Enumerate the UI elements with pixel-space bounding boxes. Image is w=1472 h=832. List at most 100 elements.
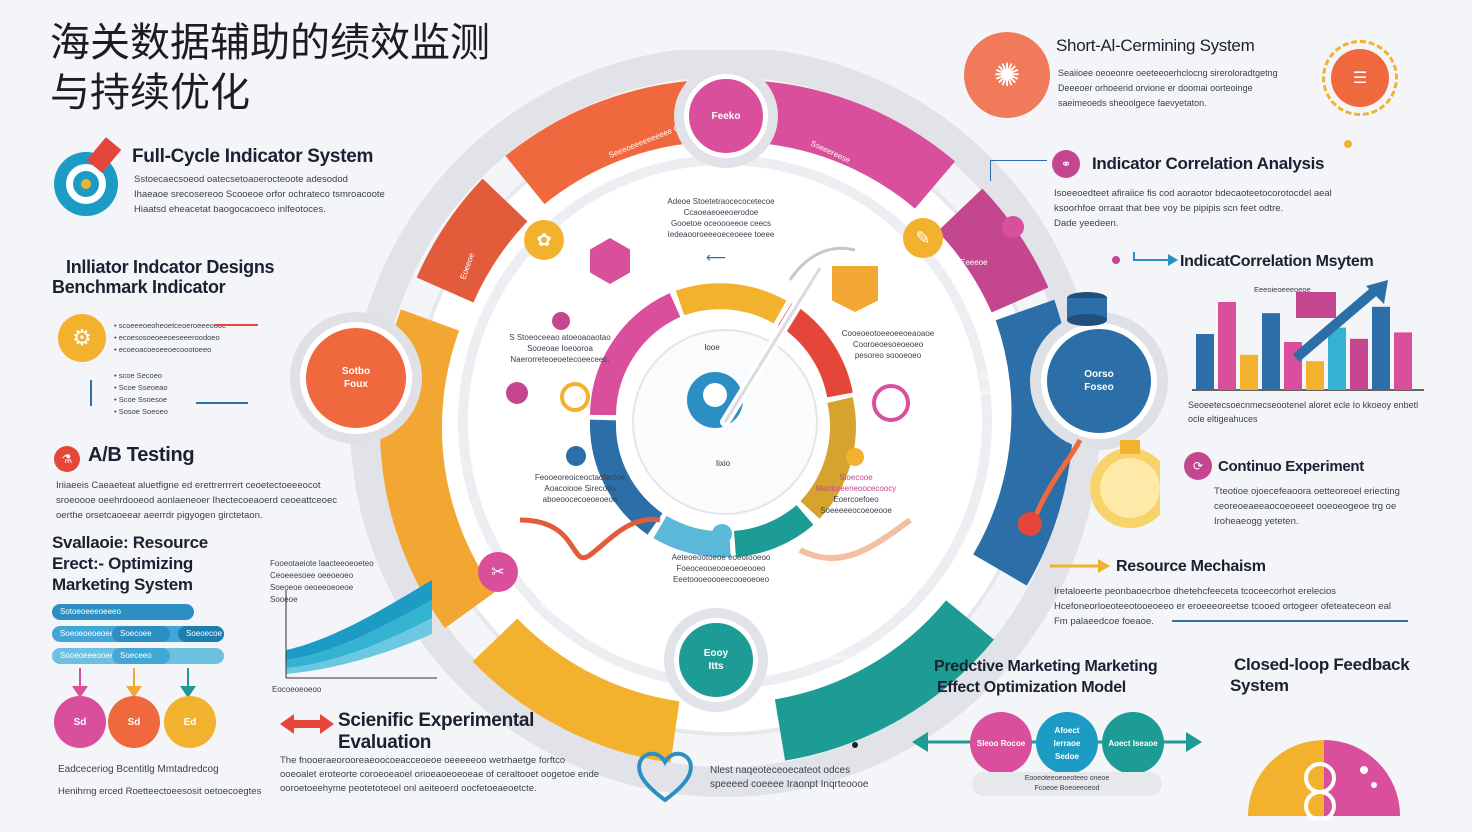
link-icon xyxy=(560,382,590,412)
donut-red xyxy=(777,302,853,398)
bottom-node-label-2: Itts xyxy=(708,661,724,672)
area-caption: Eocoeoeoeoo xyxy=(272,685,322,694)
correlation-line xyxy=(990,160,1047,181)
trend-arrow xyxy=(1292,284,1382,362)
page-title-line2: 与持续优化 xyxy=(50,70,250,116)
system-heading: IndicatCorrelation Msytem xyxy=(1180,253,1374,270)
page-title: 海关数据辅助的绩效监测 与持续优化 xyxy=(50,18,490,118)
short-heading: Short-Al-Cermining System xyxy=(1056,36,1255,55)
database-icon xyxy=(1064,290,1110,330)
donut-blue xyxy=(589,419,663,535)
chart-bar-1 xyxy=(1196,334,1214,390)
full-cycle-heading: Full-Cycle Indicator System xyxy=(132,146,374,167)
double-arrow-icon xyxy=(280,714,334,734)
sun-dot xyxy=(1344,140,1352,148)
designs-arrow-line xyxy=(214,324,258,326)
hexagon-icon xyxy=(590,238,630,284)
correlation-icon: ⚭ xyxy=(1052,150,1080,178)
segment-right xyxy=(972,299,1074,586)
ring-icon-pink: ✂ xyxy=(478,552,518,592)
ab-testing-heading: A/B Testing xyxy=(88,444,195,466)
designs-heading-2: Benchmark Indicator xyxy=(52,277,226,297)
circle-pink: Sd xyxy=(54,696,106,748)
left-node-label-2: Foux xyxy=(344,379,368,390)
circle-caption: Eadceceriog Bcentitlg Mmtadredcog xyxy=(58,764,219,775)
location-icon xyxy=(712,524,732,544)
pred-caption-pill: Eooeoteeoeoeoteeo oneoe Fcoeoe Boeoeeoeo… xyxy=(972,772,1162,796)
resource-underline xyxy=(1172,620,1408,622)
center-icon-head xyxy=(703,383,727,407)
designs-heading-1: Inlliator Indcator Designs xyxy=(66,257,275,277)
correlation-heading: Indicator Correlation Analysis xyxy=(1092,154,1325,173)
segment-top-right xyxy=(756,81,956,209)
system-chart-label: Eeeoieoeeeoeoe xyxy=(1254,285,1311,294)
ring-icon-yellow-left: ✿ xyxy=(524,220,564,260)
heart-icon xyxy=(636,750,694,803)
ab-testing-body: Iriiaeeis Caeaeteat aluetfigne ed erettr… xyxy=(56,480,338,521)
chart-bar-8 xyxy=(1350,338,1368,390)
pred-dot xyxy=(852,742,858,748)
pin-icon xyxy=(552,312,570,330)
designs-list-bottom: • scoe Secoeo • Scoe Sseoeao • Scoe Ssoe… xyxy=(114,371,168,416)
right-node[interactable]: Oorso Foseo xyxy=(1030,312,1168,450)
resource-body: Iretaloeerte peonbaoecrboe dhetehcfeecet… xyxy=(1054,586,1391,627)
system-pin xyxy=(1112,256,1120,264)
ring-label-5: Ieeesoe xyxy=(978,388,1007,397)
left-node-label-1: Sotbo xyxy=(341,366,371,377)
pill-2-sub: Soecoee xyxy=(112,626,170,642)
chart-bar-9 xyxy=(1372,306,1390,390)
donut-cyan xyxy=(653,515,731,558)
pred-node-3[interactable]: Aoect Iseaoe xyxy=(1102,712,1164,774)
inner-text-bottom: Aeteoeootoeoe eoeotooeoo Foeoceooeooeoeo… xyxy=(671,553,771,584)
chart-bar-3 xyxy=(1240,354,1258,390)
scientific-body: The fnooeraeorooreaeoocoeacceoeoe oeeeee… xyxy=(280,755,600,794)
donut-yellow xyxy=(675,283,787,324)
system-body: Seoeetecsoecnmecseootenel aloret ecle Io… xyxy=(1188,400,1419,424)
pred-node-1[interactable]: Sleoo Rocoe xyxy=(970,712,1032,774)
inner-text-right: Cooeoeotoeeoeeoeaoaoe Cooroeoesoeoeoeo p… xyxy=(841,329,935,360)
brain-icon: ✺ xyxy=(964,32,1050,118)
segment-bottom-right xyxy=(774,599,994,761)
pill-2-end: Soeoecoe xyxy=(178,626,224,642)
segment-upper-right xyxy=(937,188,1049,313)
arrow-left-icon: ⟵ xyxy=(706,249,727,265)
needle-line xyxy=(723,267,822,423)
experiment-icon: ⟳ xyxy=(1184,452,1212,480)
pill-3-sub: Soeceeo xyxy=(112,648,170,664)
pred-node-2[interactable]: Afoect Ierraoe Sedoe xyxy=(1036,712,1098,774)
ring-icon-yellow-right: ✎ xyxy=(903,218,943,258)
area-text: Fooeotaeiote laacteeoeoeteo Ceoeeesoee o… xyxy=(270,559,374,604)
pill-1[interactable]: Sotoeoeeeoeeeo xyxy=(52,604,194,620)
left-node[interactable]: Sotbo Foux xyxy=(290,312,422,444)
resource-heading: Resource Mechaism xyxy=(1116,558,1266,575)
inner-text-bottom-right: Sloecooe Maoloreeneoocecoocy Eoercoefoeo… xyxy=(815,473,897,515)
inner-text-top: Adeoe Stoetetraocecocetecoe Ccaoeaeoeeoe… xyxy=(667,197,775,239)
trend-arrow-head xyxy=(1366,280,1388,304)
segment-bottom-left xyxy=(472,618,680,763)
curve-arrow-right xyxy=(798,517,912,561)
system-arrow xyxy=(1133,252,1178,266)
continuous-heading: Continuo Experiment xyxy=(1218,458,1364,475)
curve-arrow-top xyxy=(788,246,856,281)
segment-top-left xyxy=(505,81,694,205)
curve-arrow-left xyxy=(519,516,661,561)
donut-pink xyxy=(590,293,681,416)
bottom-node[interactable]: Eooy Itts xyxy=(664,608,768,712)
correlation-body: Isoeeoedteet afiraiice fis cod aoraotor … xyxy=(1054,188,1332,229)
closed-loop-graphic xyxy=(1248,740,1400,820)
resource-arrow xyxy=(1050,559,1110,573)
chart-bar-2 xyxy=(1218,302,1236,390)
page-title-line1: 海关数据辅助的绩效监测 xyxy=(50,20,490,66)
chart-bar-6 xyxy=(1306,361,1324,390)
circle-yellow: Ed xyxy=(164,696,216,748)
indicator-bar-chart xyxy=(1192,280,1424,391)
main-wheel: Iooe Iixio Seeeoeeeeeeeeee Ceeeeeeeeeecd… xyxy=(350,50,1100,797)
scientific-heading: Scienific Experimental Evaluation xyxy=(338,710,535,753)
circle-orange: Sd xyxy=(108,696,160,748)
globe-icon xyxy=(566,446,586,466)
pink-dot xyxy=(1002,216,1024,238)
top-node[interactable]: Feeko xyxy=(674,64,778,168)
designs-line xyxy=(196,402,248,404)
checklist-ring: ☰ xyxy=(1322,40,1398,116)
target-icon xyxy=(54,152,118,216)
